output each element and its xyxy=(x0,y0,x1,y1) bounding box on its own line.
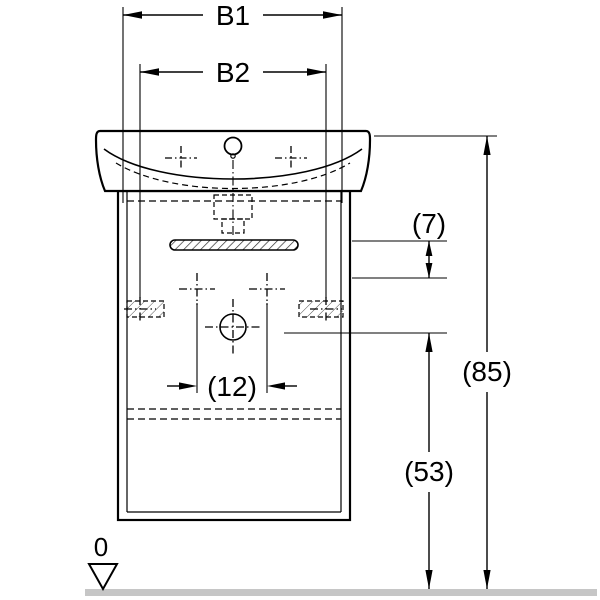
drain-outlet-crosshair xyxy=(205,299,261,355)
drain-outlet-circle xyxy=(219,313,247,341)
mounting-hole-crosshair-right xyxy=(249,273,285,305)
dimension-b1: B1 xyxy=(122,0,343,203)
handle-groove xyxy=(169,239,299,251)
d85-arrow-down xyxy=(483,570,491,589)
dimension-7: (7) xyxy=(352,208,447,279)
dimension-85: (85) xyxy=(374,135,512,589)
b1-label: B1 xyxy=(216,0,250,31)
d85-arrow-up xyxy=(483,136,491,155)
cabinet xyxy=(116,189,352,522)
d12-arrow-right xyxy=(267,382,285,390)
d53-arrow-down xyxy=(425,570,433,589)
b2-arrow-left xyxy=(140,68,159,76)
d7-arrow-up xyxy=(425,241,433,256)
datum-label: 0 xyxy=(94,532,108,562)
drain-trap-hidden-outline xyxy=(221,218,245,234)
d53-arrow-up xyxy=(425,333,433,352)
basin-fixing-hole-right xyxy=(275,146,307,170)
dimension-12: (12) xyxy=(167,303,297,402)
washbasin xyxy=(94,129,372,238)
d85-label: (85) xyxy=(462,356,512,387)
b2-arrow-right xyxy=(307,68,326,76)
b1-arrow-left xyxy=(123,11,142,19)
b1-arrow-right xyxy=(323,11,342,19)
d12-label: (12) xyxy=(207,371,257,402)
dimension-53: (53) xyxy=(284,332,454,589)
d7-label: (7) xyxy=(412,208,446,239)
d53-label: (53) xyxy=(404,456,454,487)
d7-arrow-down xyxy=(425,263,433,278)
basin-fixing-hole-left xyxy=(165,146,197,170)
bracket-crosshair-right xyxy=(310,297,342,321)
mounting-hole-crosshair-left xyxy=(179,273,215,305)
faucet-hole-icon xyxy=(223,136,243,156)
bracket-crosshair-left xyxy=(124,297,156,321)
datum-triangle-icon xyxy=(87,563,119,592)
datum-zero: 0 xyxy=(87,532,119,592)
mounting-marks xyxy=(124,273,342,355)
dimension-b2: B2 xyxy=(139,57,327,298)
ground-line xyxy=(85,589,597,596)
faucet-hole-notch xyxy=(230,153,236,159)
b2-label: B2 xyxy=(216,57,250,88)
d12-arrow-left xyxy=(179,382,197,390)
